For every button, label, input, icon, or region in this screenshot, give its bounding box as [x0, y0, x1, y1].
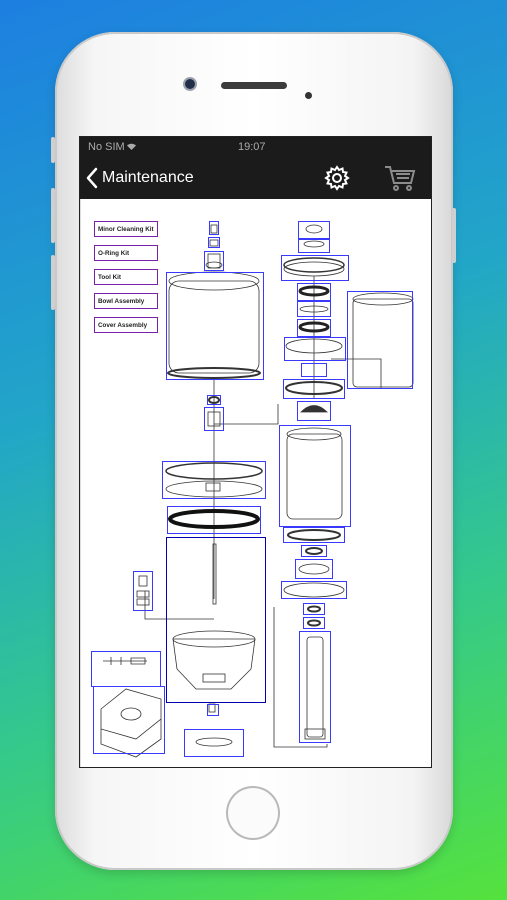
kit-o-ring[interactable]: O-Ring Kit — [94, 245, 158, 261]
back-button[interactable]: Maintenance — [86, 165, 194, 191]
part-gasket-1[interactable] — [297, 283, 331, 301]
part-deflector[interactable] — [295, 559, 333, 579]
part-o-ring-small[interactable] — [207, 395, 221, 405]
status-bar: No SIM 19:07 — [80, 137, 431, 157]
part-top-washer[interactable] — [298, 239, 330, 253]
part-mounting-block[interactable] — [93, 686, 165, 754]
proximity-sensor — [305, 92, 312, 99]
back-title: Maintenance — [102, 169, 194, 186]
power-button — [452, 208, 456, 263]
clock: 19:07 — [238, 141, 266, 153]
part-base-plate[interactable] — [184, 729, 244, 757]
part-sensor-probe[interactable] — [91, 651, 161, 687]
carrier-label: No SIM — [88, 141, 125, 153]
part-lid-plate[interactable] — [281, 255, 349, 281]
gear-icon[interactable] — [324, 165, 350, 191]
part-washer[interactable] — [208, 237, 220, 248]
part-nut[interactable] — [209, 221, 219, 235]
chevron-left-icon — [86, 167, 98, 189]
kit-minor-cleaning[interactable]: Minor Cleaning Kit — [94, 221, 158, 237]
part-disc[interactable] — [284, 337, 346, 361]
part-fitting[interactable] — [204, 251, 224, 271]
kit-tool[interactable]: Tool Kit — [94, 269, 158, 285]
part-cone[interactable] — [297, 401, 331, 421]
part-plug[interactable] — [207, 704, 219, 716]
volume-up-button — [51, 188, 55, 243]
wifi-icon — [127, 143, 136, 150]
part-drain-valve[interactable] — [133, 571, 153, 611]
part-ring-b[interactable] — [303, 617, 325, 629]
exploded-diagram: Minor Cleaning Kit O-Ring Kit Tool Kit B… — [80, 199, 431, 767]
part-bowl-base[interactable] — [166, 537, 266, 703]
volume-down-button — [51, 255, 55, 310]
home-button[interactable] — [226, 786, 280, 840]
part-baffle-plate[interactable] — [281, 581, 347, 599]
mute-switch — [51, 137, 55, 163]
part-clamp-ring[interactable] — [162, 461, 266, 499]
part-seal-ring[interactable] — [283, 379, 345, 399]
part-cover[interactable] — [166, 272, 264, 380]
part-gasket-2[interactable] — [297, 319, 331, 337]
part-top-cap[interactable] — [298, 221, 330, 239]
earpiece-speaker — [221, 82, 287, 89]
navigation-bar: Maintenance — [80, 157, 431, 199]
part-bowl-sleeve[interactable] — [347, 291, 413, 389]
part-valve[interactable] — [204, 407, 224, 431]
part-bowl-o-ring[interactable] — [167, 506, 261, 534]
part-lower-seal[interactable] — [283, 527, 345, 543]
part-pin[interactable] — [301, 363, 327, 377]
part-ring-a[interactable] — [303, 603, 325, 615]
kit-bowl-assembly[interactable]: Bowl Assembly — [94, 293, 158, 309]
kit-cover-assembly[interactable]: Cover Assembly — [94, 317, 158, 333]
part-filter-element[interactable] — [279, 425, 351, 527]
front-camera — [185, 79, 195, 89]
part-spacer[interactable] — [297, 301, 331, 317]
cart-icon[interactable] — [384, 163, 416, 193]
part-small-ring[interactable] — [301, 545, 327, 557]
app-screen: No SIM 19:07 Maintenance Mino — [79, 136, 432, 768]
part-center-tube[interactable] — [299, 631, 331, 743]
